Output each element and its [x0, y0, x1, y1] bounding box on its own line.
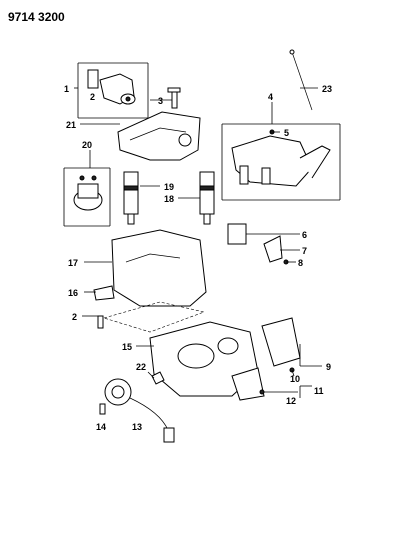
- callout-11: 11: [314, 386, 324, 396]
- callout-22: 22: [136, 362, 146, 372]
- gasket-outline: [102, 301, 206, 333]
- rod-part: [289, 49, 313, 111]
- callout-1: 1: [64, 84, 69, 94]
- callout-2-lower: 2: [72, 312, 77, 322]
- callout-18: 18: [164, 194, 174, 204]
- diagram-code: 9714 3200: [8, 10, 65, 24]
- callout-14: 14: [96, 422, 106, 432]
- right-bracket-group: [231, 317, 301, 401]
- throttle-body-upper-part: [93, 229, 207, 329]
- callout-15: 15: [122, 342, 132, 352]
- callout-8: 8: [298, 258, 303, 268]
- injector-part-18: [199, 171, 215, 225]
- callout-9: 9: [326, 362, 331, 372]
- callout-17: 17: [68, 258, 78, 268]
- injector-part-19: [123, 171, 139, 225]
- callout-20: 20: [82, 140, 92, 150]
- throttle-cover-part: [117, 87, 201, 161]
- small-parts-group: [227, 223, 289, 265]
- callout-4: 4: [268, 92, 273, 102]
- callout-21: 21: [66, 120, 76, 130]
- leader-lines: [74, 87, 322, 398]
- sensor-with-cable-part: [99, 371, 175, 443]
- callout-6: 6: [302, 230, 307, 240]
- callout-23: 23: [322, 84, 332, 94]
- callout-3: 3: [158, 96, 163, 106]
- callout-12: 12: [286, 396, 296, 406]
- callout-5: 5: [284, 128, 289, 138]
- callout-2: 2: [90, 92, 95, 102]
- callout-10: 10: [290, 374, 300, 384]
- callout-13: 13: [132, 422, 142, 432]
- callout-16: 16: [68, 288, 78, 298]
- idle-speed-control-part: [77, 62, 149, 119]
- solenoid-part: [63, 167, 111, 227]
- callout-7: 7: [302, 246, 307, 256]
- throttle-body-lower-part: [149, 321, 259, 397]
- mounting-bracket-part: [221, 123, 341, 201]
- callout-19: 19: [164, 182, 174, 192]
